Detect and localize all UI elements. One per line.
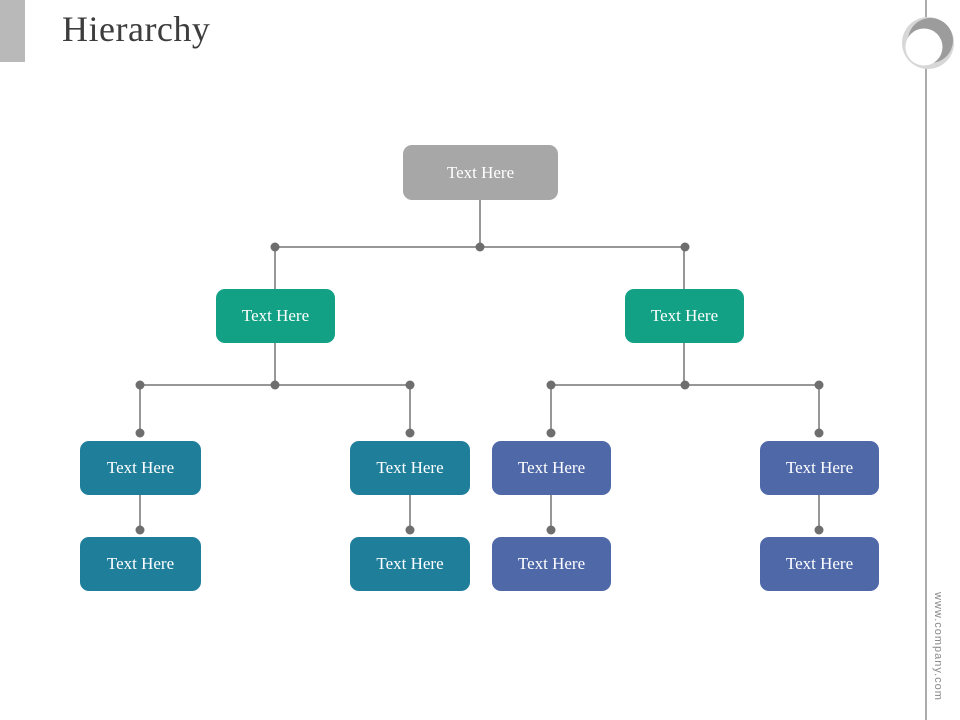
connector-line: [818, 495, 820, 526]
org-node-left-child-1[interactable]: Text Here: [80, 441, 201, 495]
connector-dot: [680, 242, 690, 252]
org-node-left-grandchild-1[interactable]: Text Here: [80, 537, 201, 591]
connector-line: [479, 200, 481, 247]
connector-dot: [405, 525, 415, 535]
swirl-logo-icon: [902, 17, 954, 69]
org-node-label: Text Here: [650, 306, 719, 325]
connector-line: [274, 343, 276, 384]
org-node-label: Text Here: [517, 554, 586, 573]
connector-line: [683, 247, 685, 289]
org-node-label: Text Here: [785, 458, 854, 477]
connector-dot: [135, 428, 145, 438]
connector-dot: [270, 242, 280, 252]
org-node-label: Text Here: [785, 554, 854, 573]
org-node-label: Text Here: [241, 306, 310, 325]
connector-line: [409, 385, 411, 429]
connector-dot: [270, 380, 280, 390]
connector-line: [139, 495, 141, 526]
connector-dot: [814, 380, 824, 390]
title-accent-bar: [0, 0, 25, 62]
right-edge-rule: [925, 0, 927, 720]
connector-line: [274, 247, 276, 289]
connector-dot: [546, 428, 556, 438]
connector-line: [550, 385, 552, 429]
connector-dot: [546, 380, 556, 390]
org-node-right-child-1[interactable]: Text Here: [492, 441, 611, 495]
connector-dot: [475, 242, 485, 252]
connector-line: [139, 385, 141, 429]
org-node-label: Text Here: [376, 458, 444, 477]
org-node-label: Text Here: [376, 554, 444, 573]
connector-line: [683, 343, 685, 384]
org-node-label: Text Here: [106, 458, 175, 477]
org-node-label: Text Here: [446, 162, 515, 182]
connector-dot: [135, 380, 145, 390]
slide-title: Hierarchy: [62, 9, 211, 49]
org-node-left-grandchild-2[interactable]: Text Here: [350, 537, 470, 591]
connector-dot: [405, 428, 415, 438]
connector-dot: [546, 525, 556, 535]
org-node-branch-right[interactable]: Text Here: [625, 289, 744, 343]
connector-dot: [814, 525, 824, 535]
company-logo-icon: [901, 16, 955, 70]
connector-line: [409, 495, 411, 526]
connector-line: [550, 495, 552, 526]
org-node-label: Text Here: [106, 554, 175, 573]
org-node-label: Text Here: [517, 458, 586, 477]
connector-dot: [135, 525, 145, 535]
org-node-branch-left[interactable]: Text Here: [216, 289, 335, 343]
website-url: www.company.com: [932, 592, 944, 701]
org-node-right-child-2[interactable]: Text Here: [760, 441, 879, 495]
org-node-left-child-2[interactable]: Text Here: [350, 441, 470, 495]
connector-dot: [680, 380, 690, 390]
connector-dot: [405, 380, 415, 390]
org-node-root[interactable]: Text Here: [403, 145, 558, 200]
org-node-right-grandchild-1[interactable]: Text Here: [492, 537, 611, 591]
connector-dot: [814, 428, 824, 438]
connector-line: [818, 385, 820, 429]
org-node-right-grandchild-2[interactable]: Text Here: [760, 537, 879, 591]
